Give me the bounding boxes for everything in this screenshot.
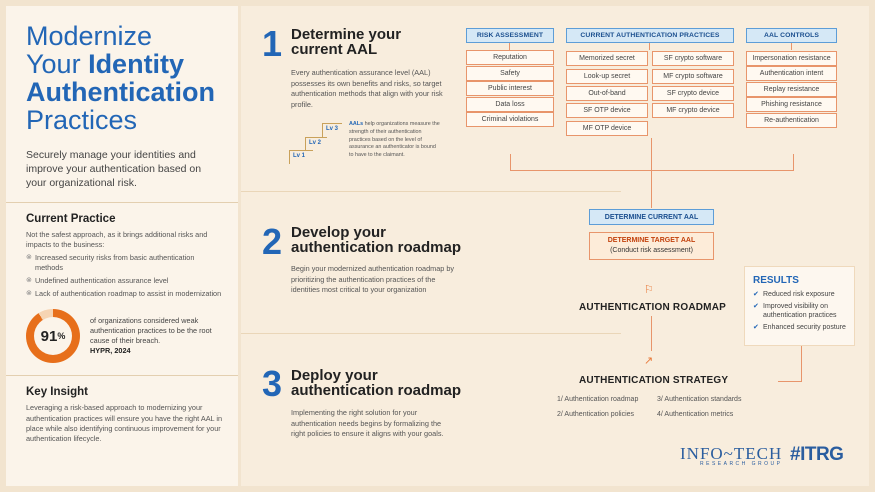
key-insight-heading: Key Insight [26, 386, 88, 399]
authentication-strategy-label: AUTHENTICATION STRATEGY [579, 375, 729, 386]
divider [6, 202, 238, 203]
list-item: Lack of authentication roadmap to assist… [26, 289, 224, 299]
current-practice-intro: Not the safest approach, as it brings ad… [26, 230, 208, 250]
risk-assessment-header: RISK ASSESSMENT [466, 28, 554, 43]
connector [801, 346, 802, 382]
divider [241, 191, 621, 192]
strategy-item: 3/ Authentication standards [657, 396, 742, 403]
stat-block: 91% of organizations considered weak aut… [26, 309, 224, 364]
table-cell: Impersonation resistance [746, 51, 837, 66]
divider [241, 333, 621, 334]
connector [651, 138, 652, 208]
connector [793, 154, 794, 170]
step-1-desc: Every authentication assurance level (AA… [291, 68, 443, 109]
stat-value: 91% [34, 317, 72, 356]
determine-target-aal-box: DETERMINE TARGET AAL (Conduct risk asses… [589, 232, 714, 260]
step-2-desc: Begin your modernized authentication roa… [291, 264, 455, 294]
roadmap-icon: ⚐ [644, 284, 654, 296]
connector [778, 381, 802, 382]
aal-level-1: Lv 1 [289, 150, 313, 164]
strategy-item: 1/ Authentication roadmap [557, 396, 639, 403]
table-cell: Re-authentication [746, 113, 837, 128]
aal-description: AALs help organizations measure the stre… [349, 121, 440, 159]
table-cell: SF crypto device [652, 86, 734, 101]
aal-level-2: Lv 2 [305, 137, 327, 150]
donut-chart: 91% [26, 309, 80, 364]
current-practices-header: CURRENT AUTHENTICATION PRACTICES [566, 28, 734, 43]
infotech-logo: INFO~TECH [680, 444, 783, 463]
table-cell: Replay resistance [746, 82, 837, 97]
table-cell: Authentication intent [746, 66, 837, 81]
table-cell: Criminal violations [466, 112, 554, 127]
current-practice-heading: Current Practice [26, 213, 116, 225]
stat-text: of organizations considered weak authent… [90, 316, 212, 356]
list-item: Improved visibility on authentication pr… [753, 302, 846, 320]
authentication-roadmap-label: AUTHENTICATION ROADMAP [579, 302, 726, 313]
table-cell: MF OTP device [566, 121, 648, 136]
connector [510, 154, 511, 170]
step-1-number: 1 [262, 23, 283, 64]
table-cell: Reputation [466, 50, 554, 65]
connector [649, 43, 650, 50]
connector [510, 170, 794, 171]
page-title: Modernize Your Identity Authentication P… [26, 21, 215, 135]
table-cell: Out-of-band [566, 86, 648, 101]
table-cell: Data loss [466, 97, 554, 112]
table-cell: Memorized secret [566, 51, 648, 66]
strategy-item: 4/ Authentication metrics [657, 411, 734, 418]
infotech-logo-subtitle: RESEARCH GROUP [700, 461, 783, 467]
connector [509, 43, 510, 50]
table-cell: Look-up secret [566, 69, 648, 84]
itrg-logo: #ITRG [790, 444, 844, 465]
table-cell: Phishing resistance [746, 97, 837, 112]
lead-text: Securely manage your identities and impr… [26, 149, 202, 189]
connector [791, 43, 792, 50]
stat-source: HYPR, 2024 [90, 346, 131, 356]
table-cell: MF crypto software [652, 69, 734, 84]
strategy-icon: ↗ [644, 355, 654, 367]
list-item: Reduced risk exposure [753, 290, 846, 299]
table-cell: Safety [466, 66, 554, 81]
aal-level-3: Lv 3 [322, 123, 342, 137]
left-panel: Modernize Your Identity Authentication P… [6, 6, 238, 486]
step-3-number: 3 [262, 363, 283, 404]
key-insight-text: Leveraging a risk-based approach to mode… [26, 403, 223, 444]
step-2-number: 2 [262, 221, 283, 262]
results-heading: RESULTS [753, 275, 799, 286]
table-cell: MF crypto device [652, 103, 734, 118]
table-cell: SF OTP device [566, 103, 648, 118]
list-item: Increased security risks from basic auth… [26, 253, 224, 273]
table-cell: SF crypto software [652, 51, 734, 66]
connector [651, 316, 652, 351]
divider [6, 375, 238, 377]
table-cell: Public interest [466, 81, 554, 96]
strategy-item: 2/ Authentication policies [557, 411, 635, 418]
aal-controls-header: AAL CONTROLS [746, 28, 837, 43]
results-panel: RESULTS Reduced risk exposure Improved v… [744, 266, 855, 346]
list-item: Undefined authentication assurance level [26, 276, 224, 286]
step-3-desc: Implementing the right solution for your… [291, 408, 444, 438]
list-item: Enhanced security posture [753, 323, 846, 332]
determine-current-aal-box: DETERMINE CURRENT AAL [589, 209, 714, 225]
